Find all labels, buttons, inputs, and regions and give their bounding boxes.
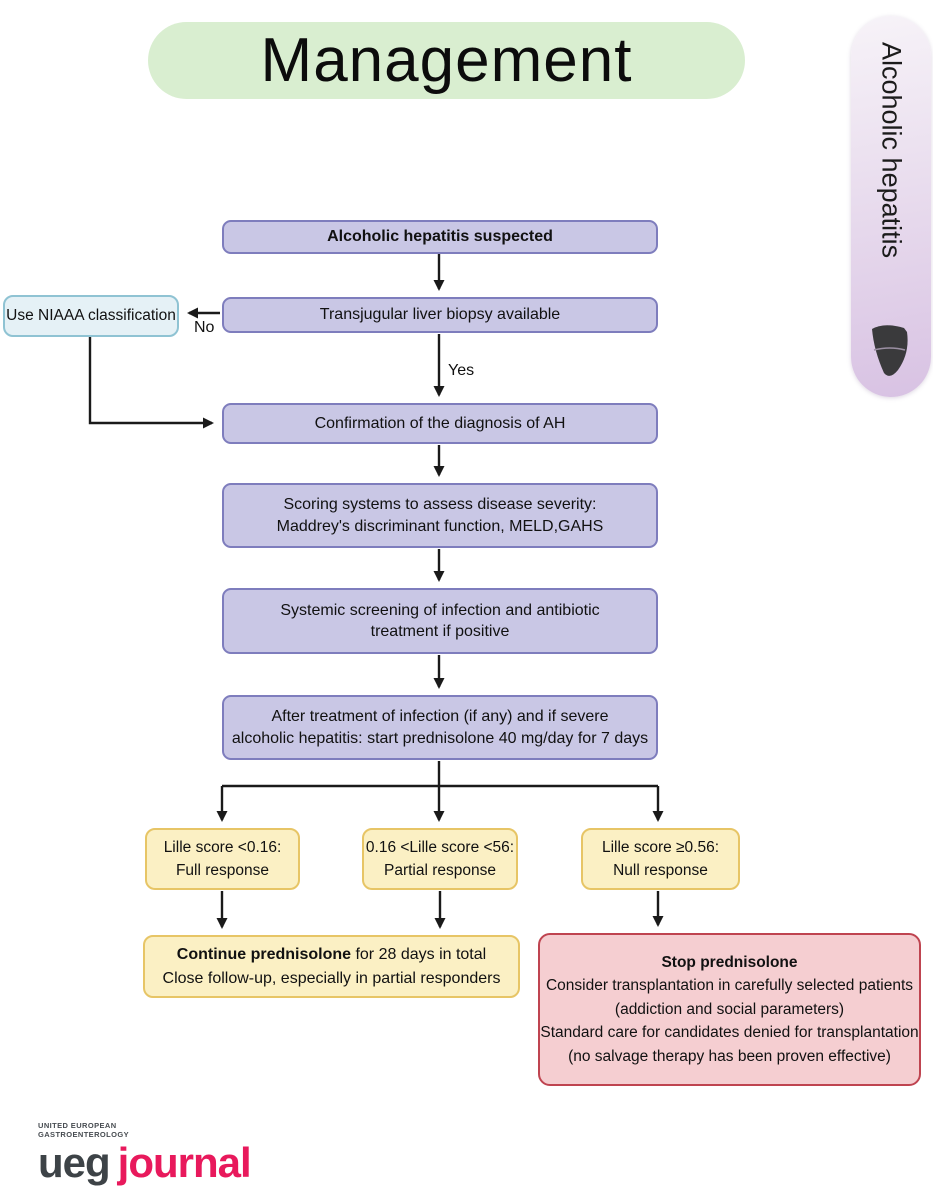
node-continue-prednisolone: Continue prednisolone for 28 days in tot… (143, 935, 520, 998)
topic-label: Alcoholic hepatitis (876, 42, 907, 259)
ueg-journal-logo: UNITED EUROPEAN GASTROENTEROLOGY ueg jou… (38, 1121, 252, 1186)
node-biopsy: Transjugular liver biopsy available (222, 297, 658, 333)
node-text: treatment if positive (370, 623, 510, 640)
node-text-emphasis: Continue prednisolone (176, 945, 352, 963)
node-confirmation: Confirmation of the diagnosis of AH (222, 403, 658, 444)
edge-label-no: No (194, 319, 215, 336)
node-text: 0.16 <Lille score <56: (365, 838, 515, 856)
edge-label-yes: Yes (448, 362, 475, 379)
node-text: Alcoholic hepatitis suspected (327, 228, 553, 246)
node-text: Null response (613, 862, 708, 879)
title-banner: Management (148, 22, 745, 99)
brand-journal: journal (117, 1138, 252, 1186)
node-niaaa: Use NIAAA classification (3, 295, 179, 337)
node-partial-response: 0.16 <Lille score <56: Partial response (362, 828, 518, 890)
node-text: Continue prednisolone for 28 days in tot… (177, 943, 486, 967)
node-text: Consider transplantation in carefully se… (545, 977, 914, 995)
node-stop-prednisolone: Stop prednisolone Consider transplantati… (538, 933, 921, 1086)
node-suspected: Alcoholic hepatitis suspected (222, 220, 658, 254)
node-screening: Systemic screening of infection and anti… (222, 588, 658, 654)
node-treatment: After treatment of infection (if any) an… (222, 695, 658, 760)
page-title: Management (260, 26, 633, 95)
org-name-line1: UNITED EUROPEAN (38, 1121, 117, 1130)
node-text: Lille score <0.16: (163, 838, 282, 856)
node-scoring: Scoring systems to assess disease severi… (222, 483, 658, 548)
node-text: Standard care for candidates denied for … (540, 1024, 919, 1042)
node-full-response: Lille score <0.16: Full response (145, 828, 300, 890)
node-text: Maddrey's discriminant function, MELD,GA… (276, 517, 604, 535)
org-name-line2: GASTROENTEROLOGY (38, 1130, 129, 1140)
node-text: After treatment of infection (if any) an… (271, 708, 609, 726)
brand-ueg: ueg (38, 1138, 111, 1186)
node-text-rest: for 28 days in total (351, 945, 487, 963)
node-text: Full response (175, 862, 270, 879)
node-text: Lille score ≥0.56: (601, 838, 720, 856)
node-text: (addiction and social parameters) (614, 1000, 845, 1018)
node-null-response: Lille score ≥0.56: Null response (581, 828, 740, 890)
topic-banner: Alcoholic hepatitis (851, 16, 931, 397)
node-text: Systemic screening of infection and anti… (280, 601, 600, 619)
node-text: Confirmation of the diagnosis of AH (314, 414, 566, 432)
node-text: Partial response (383, 862, 496, 879)
node-text: alcoholic hepatitis: start prednisolone … (231, 729, 649, 747)
node-text-emphasis: Stop prednisolone (661, 953, 798, 971)
node-text: Use NIAAA classification (6, 306, 176, 324)
node-text: Transjugular liver biopsy available (319, 306, 561, 324)
node-text: Close follow-up, especially in partial r… (162, 969, 501, 987)
liver-icon (872, 325, 908, 376)
node-text: (no salvage therapy has been proven effe… (568, 1047, 891, 1065)
node-text: Scoring systems to assess disease severi… (283, 496, 597, 514)
